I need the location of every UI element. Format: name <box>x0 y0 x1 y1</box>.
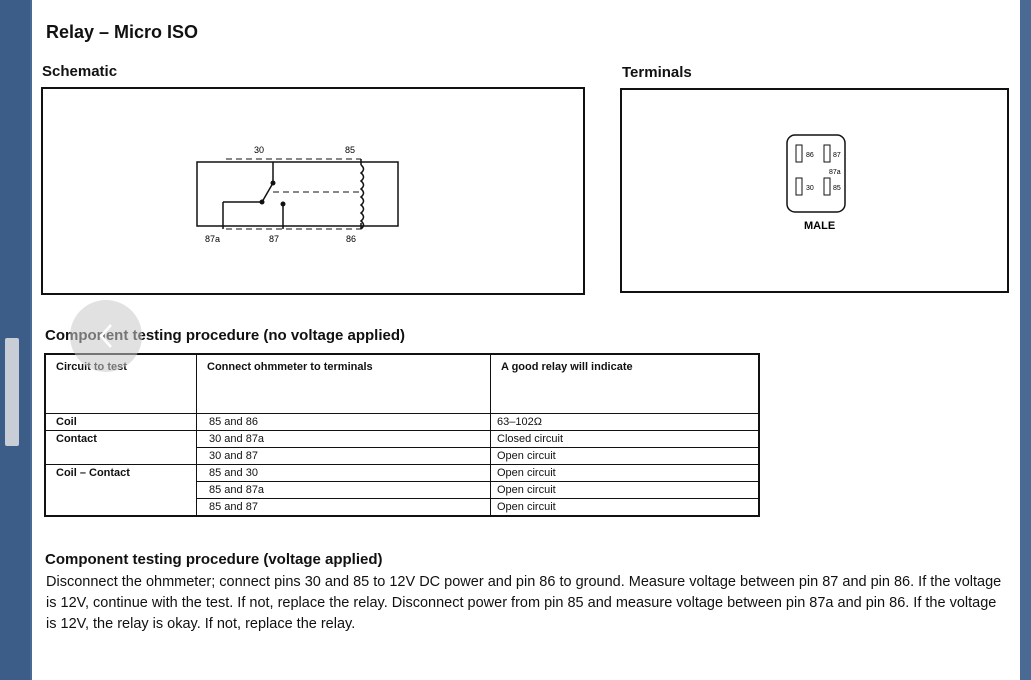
circuit-cell: Coil <box>44 413 197 431</box>
pin-87 <box>823 144 831 163</box>
result-cell: Open circuit <box>490 447 760 465</box>
schematic-heading: Schematic <box>42 63 118 80</box>
schematic-label-87: 87 <box>269 234 279 244</box>
schematic-frame <box>196 161 399 227</box>
result-cell: Open circuit <box>490 481 760 499</box>
sidebar-handle[interactable] <box>5 338 19 446</box>
document-title: Relay – Micro ISO <box>46 22 199 42</box>
pin-label-87: 87 <box>833 152 841 159</box>
voltage-heading: Component testing procedure (voltage app… <box>45 551 383 568</box>
terminals-cell: 30 and 87 <box>196 447 491 465</box>
schematic-label-30: 30 <box>254 145 264 155</box>
schematic-label-87a: 87a <box>205 234 220 244</box>
result-cell: Open circuit <box>490 464 760 482</box>
schematic-coil <box>359 164 365 230</box>
terminals-cell: 85 and 30 <box>196 464 491 482</box>
terminals-cell: 85 and 87 <box>196 498 491 517</box>
voltage-procedure-text: Disconnect the ohmmeter; connect pins 30… <box>46 574 1002 632</box>
terminals-cell: 85 and 87a <box>196 481 491 499</box>
chevron-left-icon <box>99 324 112 348</box>
circuit-cell: Contact <box>44 430 197 465</box>
terminals-cell: 85 and 86 <box>196 413 491 431</box>
circuit-cell: Coil – Contact <box>44 464 197 517</box>
result-cell: 63–102Ω <box>490 413 760 431</box>
table-row: Coil – Contact 85 and 30 Open circuit <box>44 464 760 517</box>
terminals-cell: 30 and 87a <box>196 430 491 448</box>
table-row: 85 and 87a Open circuit <box>45 481 760 499</box>
pin-label-86: 86 <box>806 152 814 159</box>
table-row: Contact 30 and 87a Closed circuit <box>44 430 760 465</box>
schematic-label-86: 86 <box>346 234 356 244</box>
schematic-switch-arm <box>261 182 274 203</box>
pin-86 <box>795 144 803 163</box>
schematic-label-85: 85 <box>345 145 355 155</box>
result-cell: Open circuit <box>490 498 760 517</box>
relay-schematic-diagram: 30 85 87a 87 86 <box>196 145 399 244</box>
table-row: Coil 85 and 86 63–102Ω <box>44 413 760 431</box>
document-page: Relay – Micro ISO Schematic Terminals 30… <box>32 0 1020 680</box>
terminal-layout-diagram: 86 87 87a 30 85 MALE <box>786 134 846 232</box>
testing-table: Circuit to test Connect ohmmeter to term… <box>44 353 760 517</box>
viewer-right-edge <box>1022 0 1031 680</box>
pin-30 <box>795 177 803 196</box>
relay-housing <box>786 134 846 213</box>
column-header: A good relay will indicate <box>490 353 760 414</box>
terminals-heading: Terminals <box>622 64 692 81</box>
table-header-row: Circuit to test Connect ohmmeter to term… <box>44 353 760 414</box>
terminals-caption: MALE <box>804 220 835 232</box>
schematic-node-30 <box>270 180 276 186</box>
pin-label-85: 85 <box>833 185 841 192</box>
result-cell: Closed circuit <box>490 430 760 448</box>
pin-label-30: 30 <box>806 185 814 192</box>
table-row: 85 and 87 Open circuit <box>45 498 760 517</box>
terminals-box: 86 87 87a 30 85 MALE <box>620 88 1009 293</box>
column-header: Connect ohmmeter to terminals <box>196 353 491 414</box>
pin-label-87a: 87a <box>829 169 841 176</box>
pin-85 <box>823 177 831 196</box>
back-button[interactable] <box>70 300 142 372</box>
schematic-box: 30 85 87a 87 86 <box>41 87 585 295</box>
